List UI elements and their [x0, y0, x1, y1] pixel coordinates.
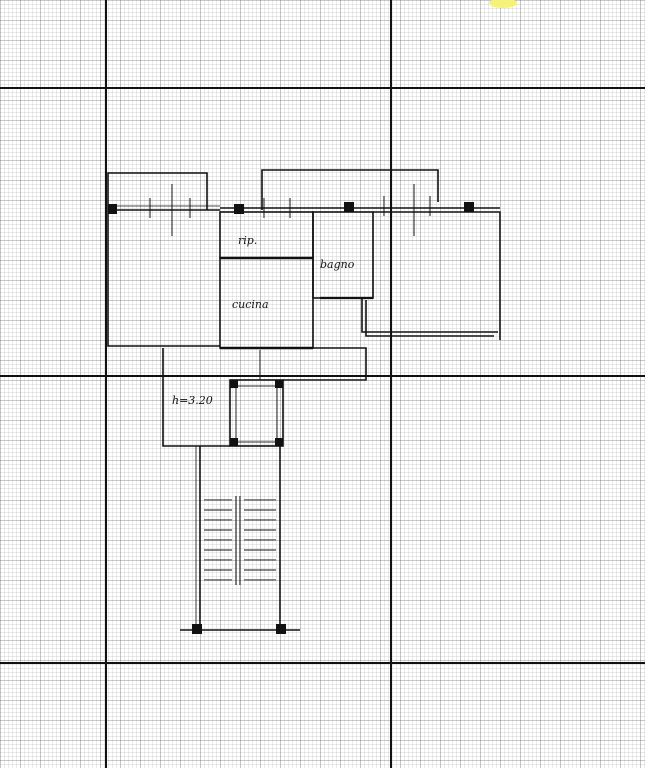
floor-plan-walls [107, 169, 501, 631]
room-label-cucina: cucina [232, 298, 269, 311]
staircase [204, 496, 276, 585]
windows [149, 184, 431, 380]
room-label-rip: rip. [238, 234, 257, 247]
highlighter-mark [489, 0, 517, 8]
room-label-bagno: bagno [320, 258, 355, 271]
structural-pillars [108, 202, 474, 634]
height-note: h=3.20 [172, 394, 213, 407]
